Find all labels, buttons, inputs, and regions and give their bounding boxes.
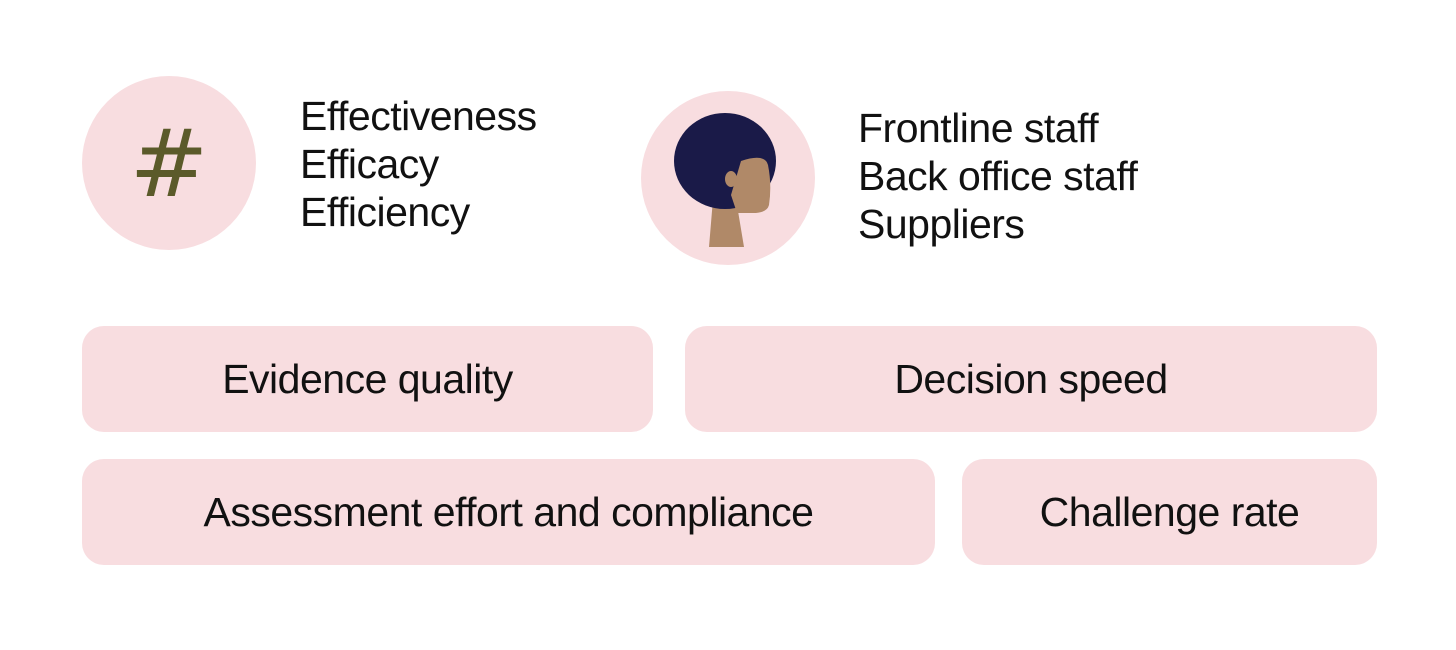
- stakeholders-list: Frontline staff Back office staff Suppli…: [858, 104, 1138, 248]
- list-item-frontline-staff: Frontline staff: [858, 105, 1099, 151]
- hash-icon: #: [129, 110, 209, 219]
- challenge-rate-box: Challenge rate: [962, 459, 1377, 565]
- measures-list: Effectiveness Efficacy Efficiency: [300, 92, 537, 236]
- person-profile-icon: [674, 113, 776, 247]
- assessment-effort-box: Assessment effort and compliance: [82, 459, 935, 565]
- list-item-effectiveness: Effectiveness: [300, 93, 537, 139]
- decision-speed-box: Decision speed: [685, 326, 1377, 432]
- evidence-quality-box: Evidence quality: [82, 326, 653, 432]
- hash-icon-circle: #: [82, 76, 256, 250]
- list-item-efficacy: Efficacy: [300, 141, 439, 187]
- list-item-suppliers: Suppliers: [858, 201, 1025, 247]
- list-item-efficiency: Efficiency: [300, 189, 470, 235]
- list-item-back-office-staff: Back office staff: [858, 153, 1138, 199]
- person-icon-circle: [641, 91, 815, 265]
